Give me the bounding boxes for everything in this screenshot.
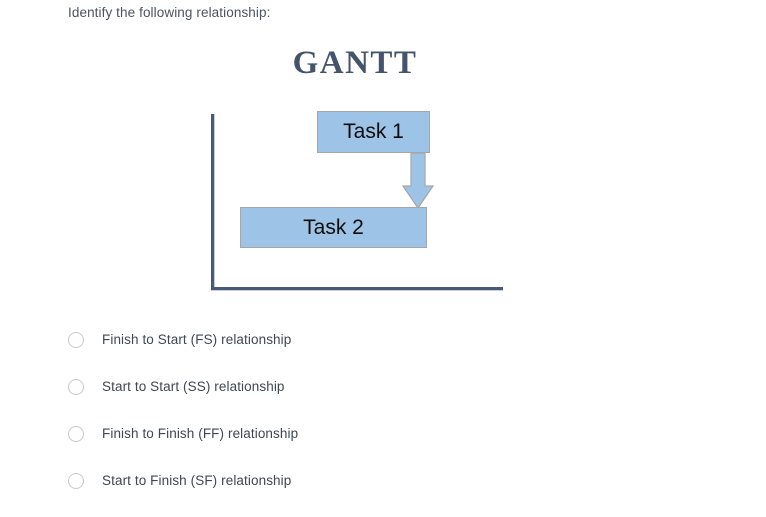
option-label-start-to-start: Start to Start (SS) relationship <box>102 379 285 394</box>
chart-vertical-axis <box>211 114 214 290</box>
option-finish-to-finish[interactable]: Finish to Finish (FF) relationship <box>68 410 668 457</box>
option-start-to-start[interactable]: Start to Start (SS) relationship <box>68 363 668 410</box>
radio-button-start-to-start[interactable] <box>68 378 84 395</box>
task-bar-1: Task 1 <box>317 111 430 153</box>
option-label-start-to-finish: Start to Finish (SF) relationship <box>102 473 292 488</box>
option-label-finish-to-finish: Finish to Finish (FF) relationship <box>102 426 299 441</box>
radio-button-start-to-finish[interactable] <box>68 472 84 489</box>
task-bar-1-label: Task 1 <box>343 120 404 143</box>
answer-options-list: Finish to Start (FS) relationship Start … <box>68 316 668 504</box>
radio-button-finish-to-start[interactable] <box>68 331 84 348</box>
gantt-chart-figure: GANTT Task 1 Task 2 <box>190 40 520 295</box>
option-label-finish-to-start: Finish to Start (FS) relationship <box>102 332 292 347</box>
down-arrow-icon <box>402 153 434 209</box>
chart-horizontal-axis <box>211 287 503 290</box>
question-prompt: Identify the following relationship: <box>68 5 271 20</box>
option-start-to-finish[interactable]: Start to Finish (SF) relationship <box>68 457 668 504</box>
option-finish-to-start[interactable]: Finish to Start (FS) relationship <box>68 316 668 363</box>
task-bar-2: Task 2 <box>240 207 427 248</box>
gantt-title: GANTT <box>292 45 418 81</box>
radio-button-finish-to-finish[interactable] <box>68 425 84 442</box>
task-bar-2-label: Task 2 <box>303 215 364 239</box>
